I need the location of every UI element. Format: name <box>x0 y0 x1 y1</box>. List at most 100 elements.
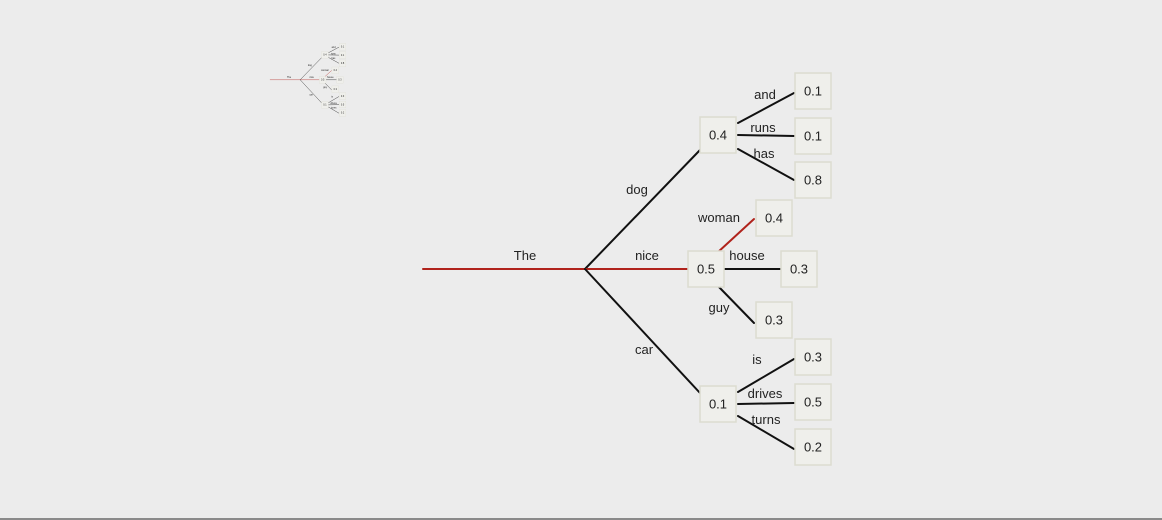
thumb-node-car-value: 0.1 <box>323 104 327 107</box>
edge-dog-and <box>737 92 795 124</box>
edge-label-nice-guy: guy <box>709 300 730 315</box>
node-car-turns-value: 0.2 <box>804 440 822 455</box>
thumb-node-dog-has-box <box>339 59 347 67</box>
node-car-is: 0.3 <box>794 338 832 376</box>
thumb-edge-car-is <box>328 96 340 103</box>
thumb-node-dog-and-box <box>339 43 347 51</box>
edge-car-drives <box>737 402 795 405</box>
thumb-edge-label-car: car <box>309 94 313 97</box>
node-nice-guy-value: 0.3 <box>765 313 783 328</box>
thumb-node-dog-runs-box <box>339 51 347 59</box>
thumb-node-car-is: 0.3 <box>339 92 347 100</box>
thumb-node-car-box <box>321 101 329 109</box>
edge-label-car-turns: turns <box>752 412 781 427</box>
node-car-value: 0.1 <box>709 397 727 412</box>
node-nice-woman-box <box>755 199 793 237</box>
edge-dog <box>584 149 701 270</box>
thumb-edge-label-car-is: is <box>331 95 334 98</box>
node-car-is-box <box>794 338 832 376</box>
thumb-edge-label-dog: dog <box>308 64 313 67</box>
thumb-node-car-turns-value: 0.2 <box>341 112 345 115</box>
bottom-border <box>0 518 1162 520</box>
thumb-edge-label-root: The <box>287 76 292 79</box>
node-car-drives-value: 0.5 <box>804 395 822 410</box>
edge-car <box>584 268 701 394</box>
thumb-edge-label-dog-and: and <box>332 46 337 49</box>
thumb-node-nice-woman-value: 0.4 <box>334 69 338 72</box>
thumb-node-nice-guy-value: 0.3 <box>334 88 338 91</box>
node-car-turns: 0.2 <box>794 428 832 466</box>
node-dog-has-value: 0.8 <box>804 173 822 188</box>
thumb-edge-label-car-turns: turns <box>331 107 337 110</box>
thumb-node-nice-box <box>319 76 327 84</box>
node-car: 0.1 <box>699 385 737 423</box>
edge-nice-guy <box>717 285 755 324</box>
thumb-edge-label-dog-runs: runs <box>331 52 336 55</box>
thumb-edge-car-turns <box>328 106 340 114</box>
node-dog-and-value: 0.1 <box>804 84 822 99</box>
thumb-edge-label-nice-guy: guy <box>323 86 328 89</box>
node-nice-house-value: 0.3 <box>790 262 808 277</box>
edge-label-dog-and: and <box>754 87 776 102</box>
node-car-is-value: 0.3 <box>804 350 822 365</box>
node-car-drives: 0.5 <box>794 383 832 421</box>
edge-nice-woman <box>716 218 755 254</box>
node-dog-runs: 0.1 <box>794 117 832 155</box>
thumb-node-car-is-value: 0.3 <box>341 95 345 98</box>
edge-label-dog-runs: runs <box>750 120 776 135</box>
edge-label-nice: nice <box>635 248 659 263</box>
node-dog-has-box <box>794 161 832 199</box>
thumb-edge-label-car-drives: drives <box>330 102 337 105</box>
node-nice-guy-box <box>755 301 793 339</box>
thumb-node-car-turns-box <box>339 109 347 117</box>
node-dog-and: 0.1 <box>794 72 832 110</box>
node-dog-value: 0.4 <box>709 128 727 143</box>
thumb-node-car: 0.1 <box>321 101 329 109</box>
edge-label-car-drives: drives <box>748 386 783 401</box>
node-nice-woman-value: 0.4 <box>765 211 783 226</box>
node-nice-house-box <box>780 250 818 288</box>
thumb-edge-label-nice-woman: woman <box>321 69 329 72</box>
thumb-node-dog-box <box>321 51 329 59</box>
thumb-node-dog-and: 0.1 <box>339 43 347 51</box>
thumb-node-dog-runs: 0.1 <box>339 51 347 59</box>
edge-label-root: The <box>514 248 536 263</box>
thumb-edge-nice-woman <box>324 70 332 78</box>
node-dog-box <box>699 116 737 154</box>
node-nice-value: 0.5 <box>697 262 715 277</box>
thumb-node-car-drives: 0.5 <box>339 101 347 108</box>
edge-label-nice-house: house <box>729 248 764 263</box>
node-dog-runs-box <box>794 117 832 155</box>
node-car-drives-box <box>794 383 832 421</box>
thumb-node-car-drives-box <box>339 101 347 108</box>
thumb-node-nice-woman-box <box>331 66 339 74</box>
thumb-edge-dog-and <box>328 46 340 53</box>
node-car-turns-box <box>794 428 832 466</box>
thumb-node-nice-house: 0.3 <box>336 76 344 84</box>
thumb-node-nice-guy-box <box>331 85 339 93</box>
node-car-box <box>699 385 737 423</box>
edge-label-car-is: is <box>752 352 762 367</box>
thumb-edge-label-nice: nice <box>309 76 314 79</box>
thumb-node-car-is-box <box>339 92 347 100</box>
thumb-node-dog: 0.4 <box>321 51 329 59</box>
edge-car-turns <box>737 415 795 450</box>
node-nice-guy: 0.3 <box>755 301 793 339</box>
thumb-node-nice-woman: 0.4 <box>331 66 339 74</box>
thumb-node-dog-and-value: 0.1 <box>341 46 345 49</box>
thumb-edge-label-dog-has: has <box>331 57 336 60</box>
node-nice-woman: 0.4 <box>755 199 793 237</box>
node-nice-box <box>687 250 725 288</box>
node-nice-house: 0.3 <box>780 250 818 288</box>
thumb-edge-nice-guy <box>324 82 332 91</box>
edge-dog-has <box>737 148 795 181</box>
node-dog-and-box <box>794 72 832 110</box>
thumb-node-nice-house-box <box>336 76 344 84</box>
edge-dog-runs <box>737 134 795 137</box>
thumb-edge-label-nice-house: house <box>327 76 334 79</box>
thumb-node-dog-runs-value: 0.1 <box>341 54 345 57</box>
edge-label-car: car <box>635 342 654 357</box>
node-dog: 0.4 <box>699 116 737 154</box>
